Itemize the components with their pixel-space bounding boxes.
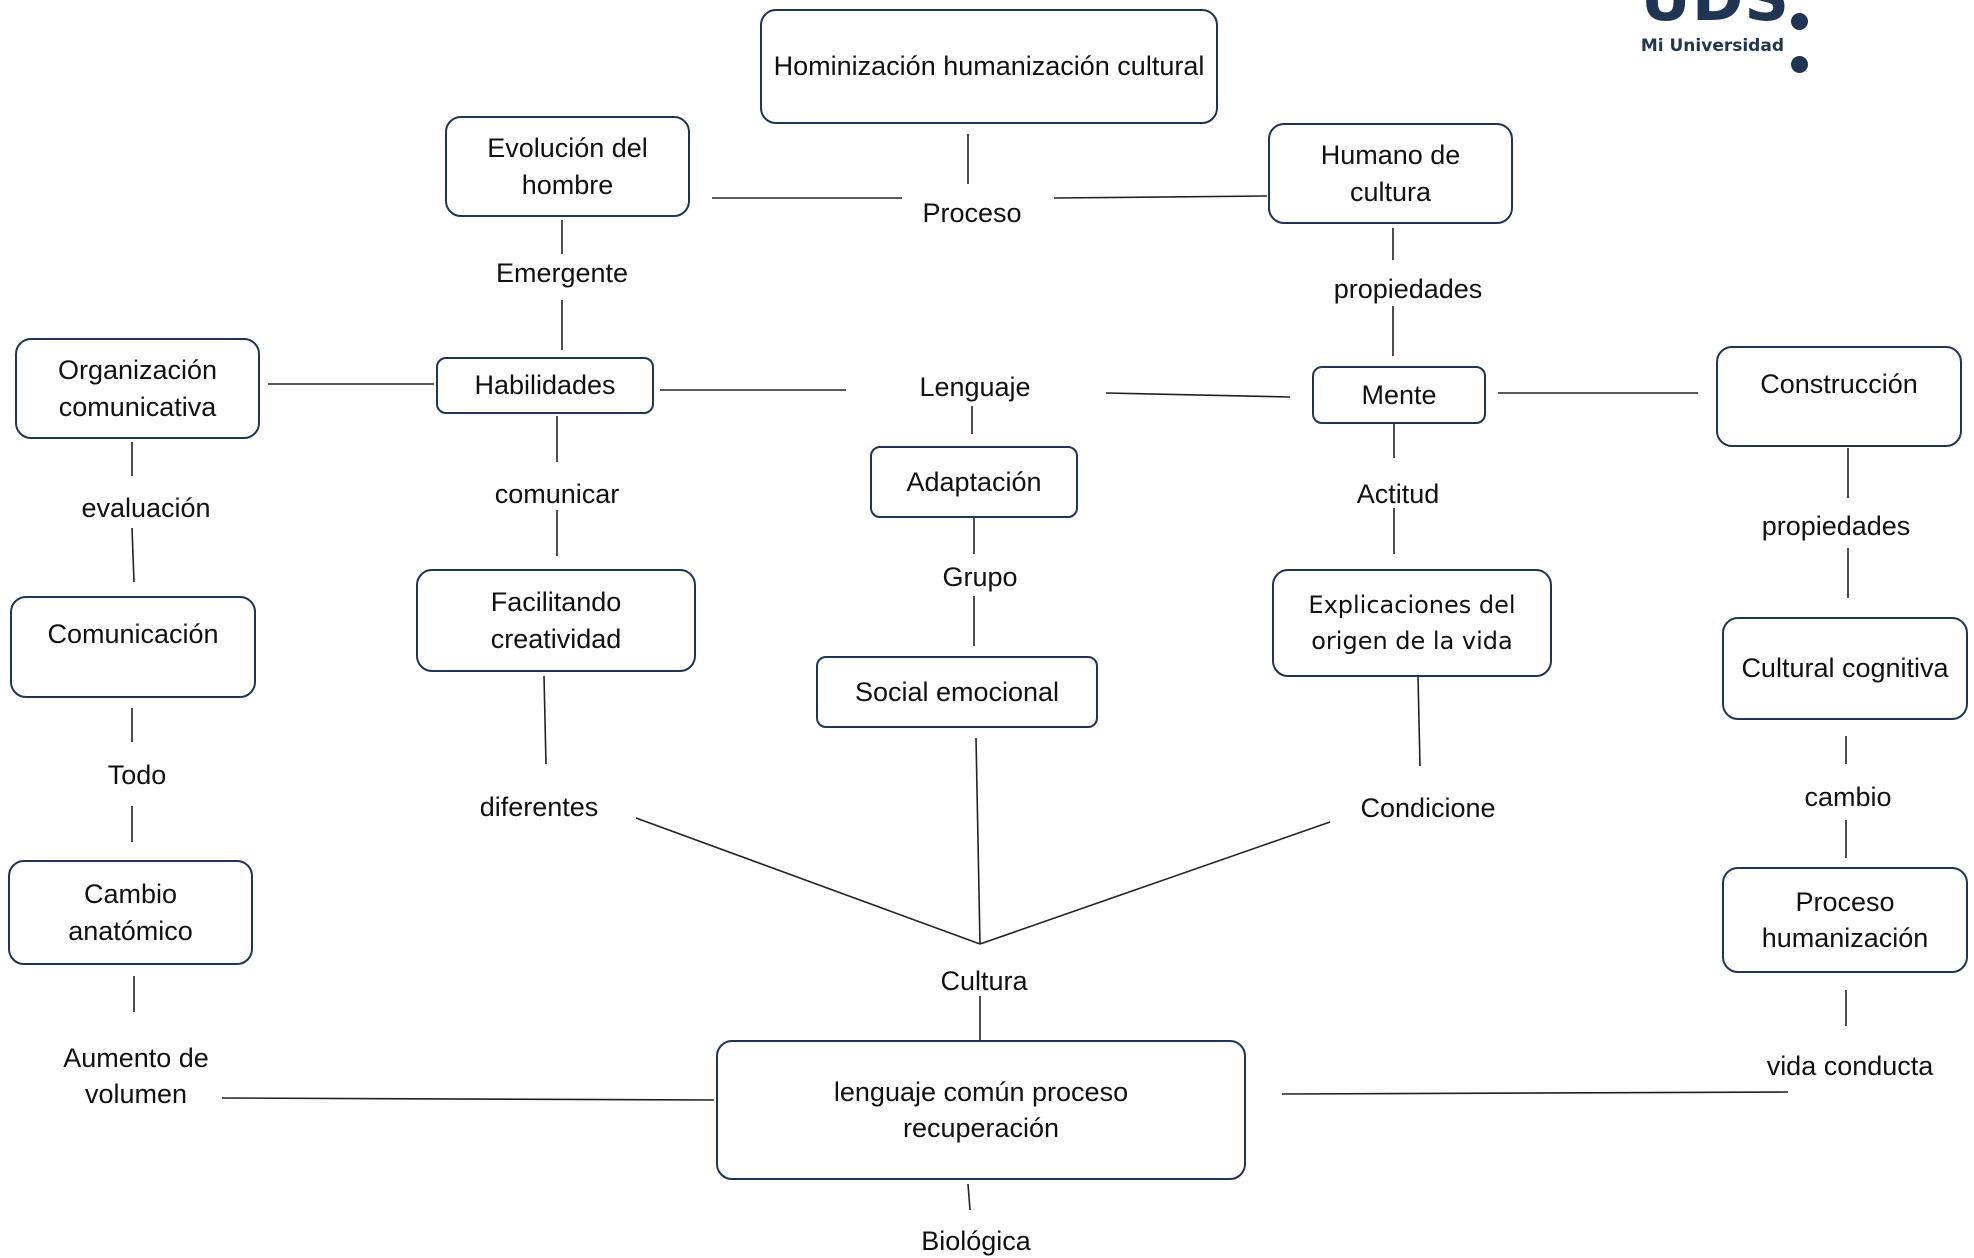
connector [979,821,1331,945]
node-explicaciones-origen-vida: Explicaciones del origen de la vida [1272,569,1552,677]
connector [131,527,135,583]
link-label-evaluacion: evaluación [81,493,211,523]
node-cultural-cognitiva: Cultural cognitiva [1722,617,1968,720]
node-social-emocional: Social emocional [816,656,1098,728]
connector [635,817,981,945]
logo-dot-icon [1791,56,1808,73]
node-habilidades: Habilidades [436,357,654,414]
node-mente: Mente [1312,366,1486,424]
node-construccion: Construcción [1716,346,1962,447]
node-proceso-humanizacion: Proceso humanización [1722,867,1968,973]
connector [975,737,981,945]
node-facilitando-creatividad: Facilitando creatividad [416,569,696,672]
node-comunicacion: Comunicación [10,596,256,698]
link-label-propiedades-2: propiedades [1761,511,1911,541]
connector [543,675,547,765]
link-label-todo: Todo [107,760,167,790]
link-label-propiedades: propiedades [1333,274,1483,304]
link-label-emergente: Emergente [495,258,629,288]
link-label-cultura: Cultura [940,966,1028,996]
link-label-proceso: Proceso [922,198,1022,228]
connector [967,1183,971,1211]
node-organizacion-comunicativa: Organización comunicativa [15,338,260,439]
connector [1417,675,1421,767]
link-label-biologica: Biológica [921,1226,1031,1256]
connector [1105,392,1291,398]
link-label-comunicar: comunicar [494,479,620,509]
uds-logo: UDS Mi Universidad [1534,0,1974,90]
link-label-grupo: Grupo [942,562,1018,592]
link-label-vida-conducta: vida conducta [1766,1051,1934,1081]
logo-subtitle: Mi Universidad [1640,36,1784,56]
node-adaptacion: Adaptación [870,446,1078,518]
logo-brand: UDS [1641,0,1790,35]
link-label-actitud: Actitud [1356,479,1440,509]
link-label-condicione: Condicione [1360,793,1496,823]
link-label-lenguaje: Lenguaje [919,372,1031,402]
node-evolucion-del-hombre: Evolución del hombre [445,116,690,217]
link-label-aumento-de-volumen: Aumento de volumen [63,1043,209,1110]
node-hominizacion: Hominización humanización cultural [760,9,1218,124]
connector [221,1097,715,1101]
link-label-diferentes: diferentes [479,792,599,822]
logo-dot-icon [1791,13,1808,30]
node-lenguaje-comun-proceso: lenguaje común proceso recuperación [716,1040,1246,1180]
node-cambio-anatomico: Cambio anatómico [8,860,253,965]
node-humano-de-cultura: Humano de cultura [1268,123,1513,224]
connector [1053,195,1268,199]
connector [1281,1091,1789,1095]
link-label-cambio: cambio [1804,782,1892,812]
